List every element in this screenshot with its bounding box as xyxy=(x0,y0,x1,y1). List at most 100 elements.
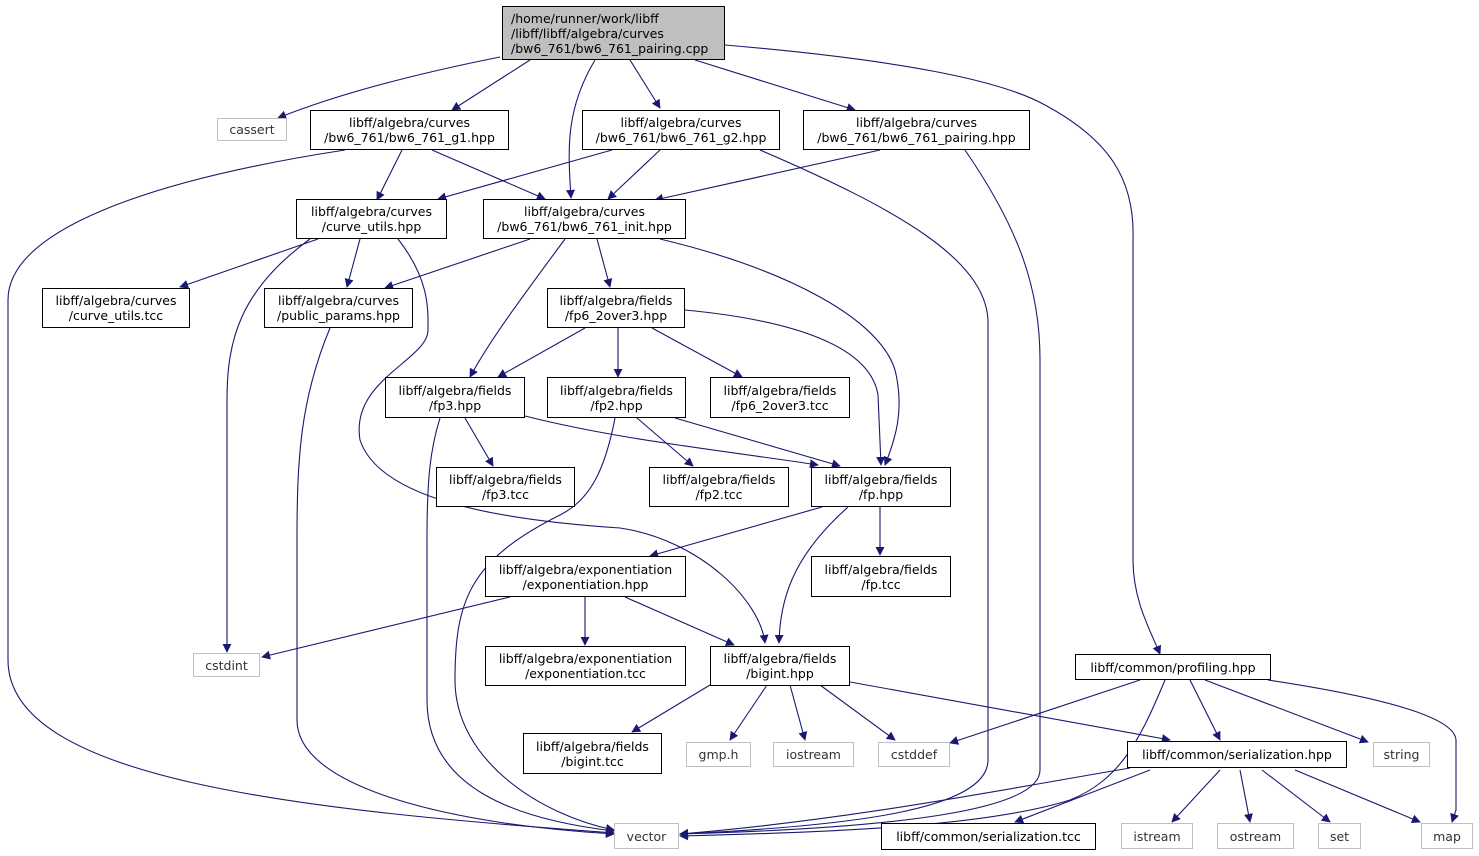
node-line: libff/algebra/curves xyxy=(620,115,742,130)
edge-bigint-iostream xyxy=(789,684,808,741)
node-bigint-tcc[interactable]: libff/algebra/fields /bigint.tcc xyxy=(523,733,662,774)
node-line: libff/algebra/exponentiation xyxy=(498,651,673,666)
node-line: /curve_utils.tcc xyxy=(68,308,164,323)
node-fp2-tcc[interactable]: libff/algebra/fields /fp2.tcc xyxy=(649,467,789,507)
node-fp-hpp[interactable]: libff/algebra/fields /fp.hpp xyxy=(811,467,951,507)
node-bw6-761-g2-hpp[interactable]: libff/algebra/curves /bw6_761/bw6_761_g2… xyxy=(582,110,780,150)
node-map[interactable]: map xyxy=(1421,823,1473,849)
node-bw6-761-pairing-hpp[interactable]: libff/algebra/curves /bw6_761/bw6_761_pa… xyxy=(803,110,1030,150)
node-line: libff/common/serialization.hpp xyxy=(1142,747,1332,762)
node-serialization-hpp[interactable]: libff/common/serialization.hpp xyxy=(1127,741,1347,768)
edge-bigint-cstddef xyxy=(819,684,896,741)
node-line: vector xyxy=(626,828,667,844)
node-fp3-hpp[interactable]: libff/algebra/fields /fp3.hpp xyxy=(385,377,525,418)
node-serialization-tcc[interactable]: libff/common/serialization.tcc xyxy=(881,823,1096,850)
node-exponentiation-hpp[interactable]: libff/algebra/exponentiation /exponentia… xyxy=(485,556,686,597)
node-iostream[interactable]: iostream xyxy=(773,742,854,767)
node-set[interactable]: set xyxy=(1318,823,1361,849)
edge-fp2-fp2tcc xyxy=(636,417,694,467)
node-bw6-761-pairing-cpp[interactable]: /home/runner/work/libff /libff/libff/alg… xyxy=(502,6,725,60)
edge-fp6-fp6tcc xyxy=(651,327,743,378)
node-bw6-761-init-hpp[interactable]: libff/algebra/curves /bw6_761/bw6_761_in… xyxy=(483,199,686,239)
edge-g2-init xyxy=(607,149,661,200)
node-line: libff/algebra/fields xyxy=(398,382,512,398)
edge-init-fp6 xyxy=(596,238,613,288)
edge-fp-bigint xyxy=(774,506,849,644)
edge-ser-map xyxy=(1294,769,1421,824)
edge-ser-istream xyxy=(1171,769,1221,823)
edge-ser-set xyxy=(1261,769,1331,823)
node-vector[interactable]: vector xyxy=(614,823,679,849)
edge-g1-curveutils xyxy=(376,149,403,201)
node-line: /fp3.tcc xyxy=(481,487,530,502)
edge-fp6-fp3 xyxy=(497,327,586,378)
edge-profiling-cstddef xyxy=(949,679,1141,745)
edge-root-g1 xyxy=(451,59,531,111)
node-line: libff/algebra/curves xyxy=(349,115,470,130)
node-cassert[interactable]: cassert xyxy=(217,118,287,141)
edge-fp2-vector xyxy=(454,417,616,833)
node-bigint-hpp[interactable]: libff/algebra/fields /bigint.hpp xyxy=(710,646,850,686)
node-line: map xyxy=(1433,828,1461,844)
node-fp6-2over3-hpp[interactable]: libff/algebra/fields /fp6_2over3.hpp xyxy=(547,288,685,328)
edge-profiling-string xyxy=(1204,679,1369,744)
edge-curveutils-bigint xyxy=(358,238,769,644)
node-line: libff/algebra/fields xyxy=(560,382,673,398)
node-ostream[interactable]: ostream xyxy=(1217,823,1294,849)
edge-ser-vector xyxy=(679,767,1131,838)
edge-fp3-fp xyxy=(524,415,819,469)
node-line: cstdint xyxy=(205,657,248,673)
edge-root-g2 xyxy=(629,59,661,109)
node-line: /bw6_761/bw6_761_g2.hpp xyxy=(595,130,767,145)
node-line: libff/algebra/fields xyxy=(559,293,673,308)
node-profiling-hpp[interactable]: libff/common/profiling.hpp xyxy=(1075,654,1271,680)
edge-bigint-serialization xyxy=(849,681,1171,743)
edge-pubparams-vector xyxy=(296,327,615,839)
node-line: /exponentiation.tcc xyxy=(525,666,646,681)
edge-curveutils-cstdint xyxy=(222,238,311,653)
node-line: /bigint.tcc xyxy=(561,753,624,769)
node-line: string xyxy=(1383,747,1420,762)
node-line: /fp2.tcc xyxy=(695,487,743,502)
node-line: /fp.tcc xyxy=(861,576,901,592)
edge-fp2-fp xyxy=(674,417,841,469)
node-line: /curve_utils.hpp xyxy=(321,219,422,234)
node-fp-tcc[interactable]: libff/algebra/fields /fp.tcc xyxy=(811,556,951,597)
edge-g1-vector xyxy=(7,149,615,837)
edge-ser-ostream xyxy=(1239,769,1253,823)
node-fp3-tcc[interactable]: libff/algebra/fields /fp3.tcc xyxy=(436,467,575,507)
node-line: gmp.h xyxy=(698,747,739,762)
edge-g1-init xyxy=(431,149,546,200)
edge-init-fp3 xyxy=(469,238,566,378)
edge-root-profiling xyxy=(724,44,1162,655)
node-fp6-2over3-tcc[interactable]: libff/algebra/fields /fp6_2over3.tcc xyxy=(710,377,850,418)
node-line: libff/algebra/fields xyxy=(824,472,938,487)
node-line: /bw6_761/bw6_761_pairing.cpp xyxy=(511,40,709,56)
edge-pairinghpp-init xyxy=(654,149,881,203)
node-line: /bw6_761/bw6_761_g1.hpp xyxy=(324,130,495,145)
edge-fp-exp xyxy=(649,506,823,559)
node-gmp-h[interactable]: gmp.h xyxy=(686,742,751,767)
node-exponentiation-tcc[interactable]: libff/algebra/exponentiation /exponentia… xyxy=(485,646,686,686)
node-line: libff/algebra/fields xyxy=(723,651,837,666)
node-public-params-hpp[interactable]: libff/algebra/curves /public_params.hpp xyxy=(264,288,413,328)
node-line: libff/algebra/fields xyxy=(536,738,649,754)
node-line: cassert xyxy=(229,122,275,137)
node-line: set xyxy=(1329,828,1350,844)
node-line: /exponentiation.hpp xyxy=(522,576,649,592)
node-cstdint[interactable]: cstdint xyxy=(193,653,260,677)
node-curve-utils-tcc[interactable]: libff/algebra/curves /curve_utils.tcc xyxy=(42,288,190,328)
node-cstddef[interactable]: cstddef xyxy=(878,742,950,767)
node-line: /home/runner/work/libff xyxy=(511,10,659,26)
node-line: libff/algebra/fields xyxy=(449,472,562,487)
node-line: libff/common/serialization.tcc xyxy=(896,829,1081,844)
edge-curveutils-cutcc xyxy=(179,238,319,289)
node-line: /fp6_2over3.hpp xyxy=(564,308,668,323)
node-istream[interactable]: istream xyxy=(1121,823,1193,849)
node-curve-utils-hpp[interactable]: libff/algebra/curves /curve_utils.hpp xyxy=(296,199,447,239)
node-bw6-761-g1-hpp[interactable]: libff/algebra/curves /bw6_761/bw6_761_g1… xyxy=(310,110,509,150)
node-string[interactable]: string xyxy=(1373,742,1430,767)
node-line: cstddef xyxy=(890,747,938,762)
node-fp2-hpp[interactable]: libff/algebra/fields /fp2.hpp xyxy=(547,377,686,418)
